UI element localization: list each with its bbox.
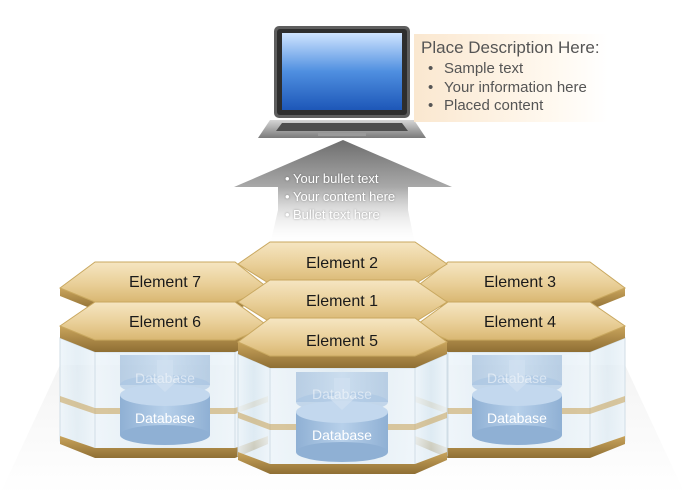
arrow-bullet-1: Your bullet text	[285, 170, 395, 188]
arrow-bullet-3: Bullet text here	[285, 206, 395, 224]
database-icon	[296, 372, 388, 462]
hex-element-6: Element 6	[58, 301, 270, 352]
element-5-label: Element 5	[306, 333, 378, 350]
database-icon	[472, 355, 562, 445]
element-4-label: Element 4	[484, 314, 556, 331]
hex-element-1: Element 1	[237, 279, 448, 323]
database-label-right: Database	[487, 410, 547, 426]
database-label-right-top: Database	[487, 370, 547, 386]
database-label-left-top: Database	[135, 370, 195, 386]
arrow-bullet-2: Your content here	[285, 188, 395, 206]
description-bullet-1: Sample text	[428, 60, 587, 79]
element-2-label: Element 2	[306, 255, 378, 272]
pillar-left: Database Database	[59, 337, 269, 458]
database-label-left: Database	[135, 410, 195, 426]
description-bullet-2: Your information here	[428, 79, 587, 98]
element-3-label: Element 3	[484, 274, 556, 291]
description-box: Place Description Here: Sample text Your…	[414, 34, 608, 122]
database-label-center-top: Database	[312, 386, 372, 402]
hex-element-5: Element 5	[237, 317, 448, 368]
element-7-label: Element 7	[129, 274, 201, 291]
description-bullet-3: Placed content	[428, 97, 587, 116]
hex-element-2: Element 2	[237, 241, 448, 285]
element-6-label: Element 6	[129, 314, 201, 331]
arrow-bullets: Your bullet text Your content here Bulle…	[285, 170, 395, 224]
element-1-label: Element 1	[306, 293, 378, 310]
database-icon	[120, 355, 210, 445]
database-label-center: Database	[312, 427, 372, 443]
description-bullets: Sample text Your information here Placed…	[428, 60, 587, 116]
pillar-center: Database Database	[237, 353, 448, 474]
laptop-icon	[258, 26, 426, 138]
description-title: Place Description Here:	[421, 38, 600, 57]
hex-element-4: Element 4	[413, 301, 627, 352]
